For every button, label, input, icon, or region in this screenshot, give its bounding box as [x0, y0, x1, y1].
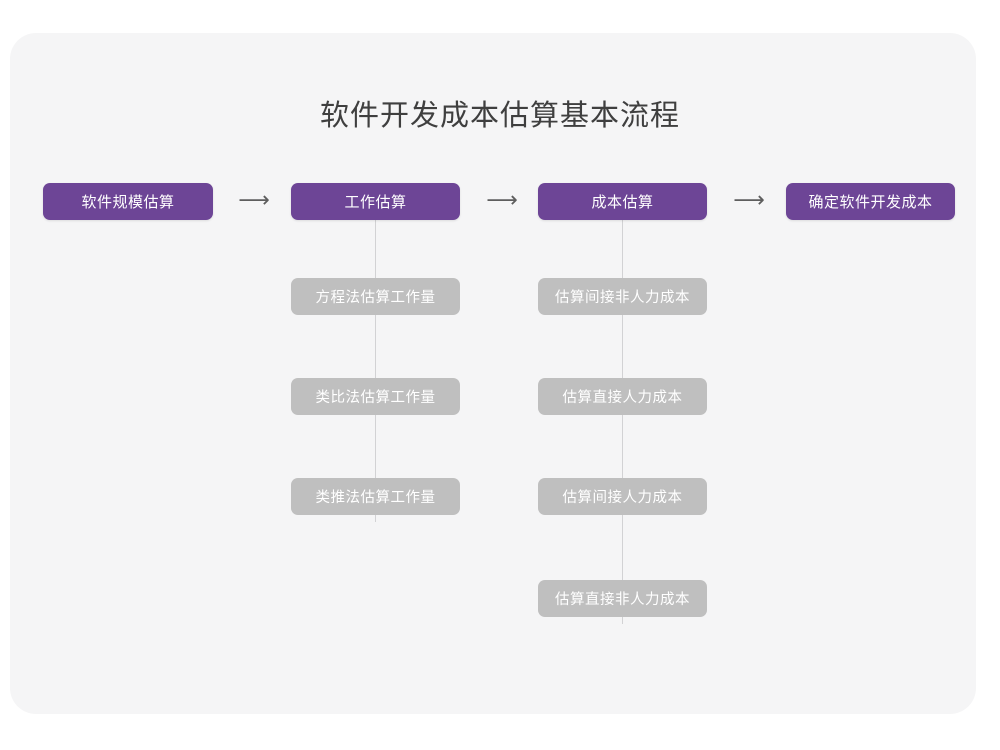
node-cost-direct-labor[interactable]: 估算直接人力成本 — [538, 378, 707, 415]
node-cost-direct-nonlabor[interactable]: 估算直接非人力成本 — [538, 580, 707, 617]
node-cost-indirect-nonlabor[interactable]: 估算间接非人力成本 — [538, 278, 707, 315]
node-cost-indirect-labor[interactable]: 估算间接人力成本 — [538, 478, 707, 515]
node-stage3-cost-estimation[interactable]: 成本估算 — [538, 183, 707, 220]
node-work-inference-method[interactable]: 类推法估算工作量 — [291, 478, 460, 515]
connector-line-work-branch — [375, 212, 376, 522]
flow-arrow-2: ⟶ — [486, 188, 518, 213]
node-stage2-work-estimation[interactable]: 工作估算 — [291, 183, 460, 220]
node-work-analogy-method[interactable]: 类比法估算工作量 — [291, 378, 460, 415]
diagram-canvas — [10, 33, 976, 714]
node-stage1-software-size-estimation[interactable]: 软件规模估算 — [43, 183, 213, 220]
node-work-equation-method[interactable]: 方程法估算工作量 — [291, 278, 460, 315]
flow-arrow-3: ⟶ — [733, 188, 765, 213]
page-title: 软件开发成本估算基本流程 — [319, 100, 680, 132]
connector-line-cost-branch — [622, 212, 623, 624]
node-stage4-determine-development-cost[interactable]: 确定软件开发成本 — [786, 183, 955, 220]
flow-arrow-1: ⟶ — [238, 188, 270, 213]
